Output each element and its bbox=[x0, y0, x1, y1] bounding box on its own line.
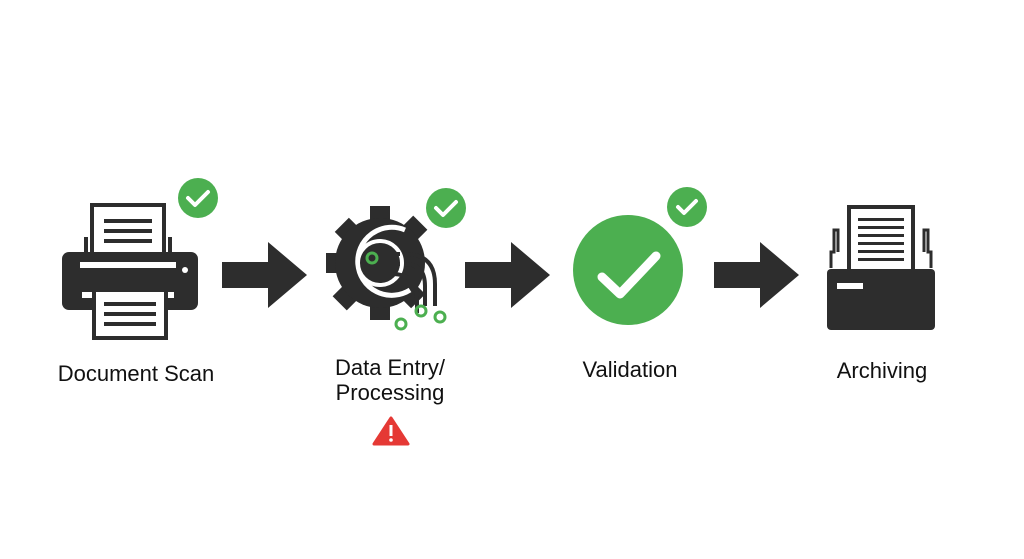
complete-badge-icon bbox=[426, 188, 466, 228]
warning-icon bbox=[372, 416, 410, 446]
step-label-processing: Processing bbox=[335, 380, 445, 405]
printer-scanner-icon bbox=[62, 203, 198, 340]
arrow-right-icon bbox=[222, 242, 307, 308]
gear-circuit-icon bbox=[326, 206, 447, 331]
arrow-right-icon bbox=[465, 242, 550, 308]
step-label-data-entry: Data Entry/ bbox=[334, 355, 446, 380]
step-label-archiving: Archiving bbox=[836, 358, 928, 383]
checkmark-circle-icon bbox=[573, 215, 683, 325]
arrow-right-icon bbox=[714, 242, 799, 308]
complete-badge-icon bbox=[667, 187, 707, 227]
step-label-validation: Validation bbox=[582, 357, 678, 382]
file-box-icon bbox=[827, 205, 935, 330]
complete-badge-icon bbox=[178, 178, 218, 218]
step-label-document-scan: Document Scan bbox=[57, 361, 215, 386]
